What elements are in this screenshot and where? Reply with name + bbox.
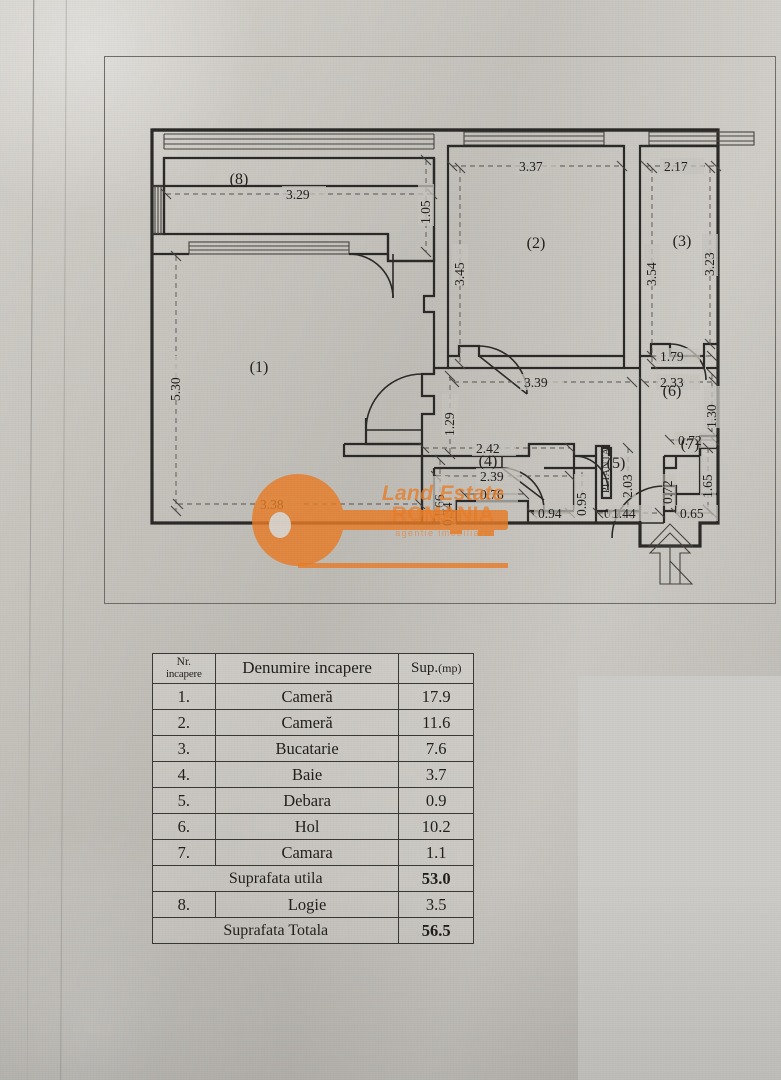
room-marker-3: (3) xyxy=(673,233,692,250)
svg-text:1.44: 1.44 xyxy=(612,506,636,521)
cell-sup: 10.2 xyxy=(398,813,474,840)
room-schedule-table: Nr. incapere Denumire incapere Sup.(mp) … xyxy=(151,653,474,944)
svg-text:2.33: 2.33 xyxy=(660,375,684,390)
th-nr-line2: incapere xyxy=(166,668,202,680)
cell-name: Debara xyxy=(214,787,400,814)
th-name: Denumire incapere xyxy=(214,653,400,684)
svg-text:0.72: 0.72 xyxy=(678,433,702,448)
cell-name: Bucatarie xyxy=(214,735,400,762)
cell-sup: 3.5 xyxy=(398,891,474,918)
th-sup-label: Sup. xyxy=(411,660,439,676)
table-header: Nr. incapere Denumire incapere Sup.(mp) xyxy=(152,653,474,684)
svg-text:3.38: 3.38 xyxy=(260,497,284,512)
room-marker-1: (1) xyxy=(250,359,269,376)
cell-nr: 4. xyxy=(152,761,216,788)
cell-total-name: Suprafata Totala xyxy=(151,917,400,944)
svg-text:2.03: 2.03 xyxy=(620,474,635,498)
cell-nr: 1. xyxy=(152,683,216,710)
blank-overlay-block xyxy=(578,676,781,1080)
cell-sup: 17.9 xyxy=(398,683,474,710)
cell-name: Baie xyxy=(214,761,400,788)
cell-nr: 2. xyxy=(152,709,216,736)
room-marker-7: (7) xyxy=(681,436,700,453)
cell-name: Cameră xyxy=(214,709,400,736)
floor-plan-drawing: .w {fill:none;stroke:#2b2927;stroke-widt… xyxy=(150,128,755,585)
table-header-row: Nr. incapere Denumire incapere Sup.(mp) xyxy=(152,653,474,684)
cell-name: Camara xyxy=(214,839,400,866)
svg-text:3.23: 3.23 xyxy=(702,252,717,276)
paper-edge-line xyxy=(26,0,35,1080)
svg-text:0.76: 0.76 xyxy=(480,487,504,502)
svg-text:1.30: 1.30 xyxy=(704,404,719,428)
room-marker-8: (8) xyxy=(230,171,249,188)
svg-text:0.65: 0.65 xyxy=(680,506,704,521)
cell-nr: 5. xyxy=(152,787,216,814)
svg-text:3.29: 3.29 xyxy=(286,187,310,202)
room-marker-2: (2) xyxy=(527,235,546,252)
cell-subtotal-sup: 53.0 xyxy=(398,865,474,892)
cell-sup: 0.9 xyxy=(398,787,474,814)
svg-text:3.37: 3.37 xyxy=(519,159,543,174)
cell-name: Logie xyxy=(214,891,400,918)
svg-text:PLIANTA: PLIANTA xyxy=(601,447,612,493)
cell-sup: 3.7 xyxy=(398,761,474,788)
svg-text:3.45: 3.45 xyxy=(452,262,467,286)
room-marker-6: (6) xyxy=(663,383,682,400)
room-marker-4: (4) xyxy=(479,453,498,470)
room-marker-5: (5) xyxy=(607,455,626,472)
cell-sup: 11.6 xyxy=(398,709,474,736)
th-sup: Sup.(mp) xyxy=(398,653,474,684)
svg-text:1.79: 1.79 xyxy=(660,349,684,364)
svg-text:1.29: 1.29 xyxy=(442,412,457,436)
cell-nr: 7. xyxy=(152,839,216,866)
cell-nr: 8. xyxy=(152,891,216,918)
svg-text:1.65: 1.65 xyxy=(700,474,715,498)
svg-text:0.34: 0.34 xyxy=(440,502,455,526)
svg-text:1.05: 1.05 xyxy=(418,200,433,224)
cell-sup: 1.1 xyxy=(398,839,474,866)
room-schedule: Nr. incapere Denumire incapere Sup.(mp) … xyxy=(151,653,474,944)
svg-text:0.72: 0.72 xyxy=(660,480,675,504)
svg-text:2.39: 2.39 xyxy=(480,469,504,484)
cell-subtotal-name: Suprafata utila xyxy=(151,865,400,892)
th-nr-line1: Nr. xyxy=(176,656,192,668)
cell-sup: 7.6 xyxy=(398,735,474,762)
svg-text:3.39: 3.39 xyxy=(524,375,548,390)
cell-name: Hol xyxy=(214,813,400,840)
svg-text:0.95: 0.95 xyxy=(574,492,589,516)
cell-nr: 6. xyxy=(152,813,216,840)
plan-border-frame xyxy=(104,56,776,604)
svg-text:3.54: 3.54 xyxy=(644,262,659,286)
paper-fold-line xyxy=(60,0,67,1080)
svg-text:5.30: 5.30 xyxy=(168,377,183,401)
cell-total-sup: 56.5 xyxy=(398,917,474,944)
th-nr: Nr. incapere xyxy=(152,653,216,684)
svg-text:2.17: 2.17 xyxy=(664,159,688,174)
cell-name: Cameră xyxy=(214,683,400,710)
svg-text:0.94: 0.94 xyxy=(538,506,562,521)
cell-nr: 3. xyxy=(152,735,216,762)
svg-text:2.42: 2.42 xyxy=(476,441,500,456)
th-sup-unit: (mp) xyxy=(438,661,462,675)
